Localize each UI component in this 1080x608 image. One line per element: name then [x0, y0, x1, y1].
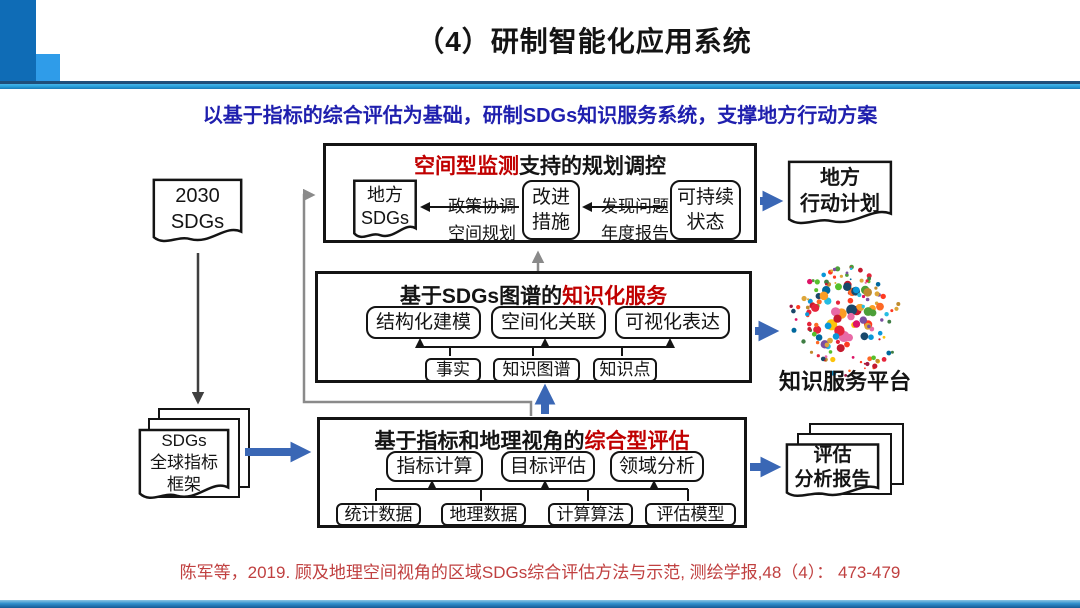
middle-box-knowledge-services: 基于SDGs图谱的知识化服务 结构化建模 空间化关联 可视化表达 事实 知识图谱…	[315, 271, 752, 383]
node-geographic-data: 地理数据	[441, 503, 526, 526]
document-label: 地方 行动计划	[787, 160, 893, 222]
bottom-box-title: 基于指标和地理视角的综合型评估	[320, 425, 744, 455]
middle-box-title-black: 基于SDGs图谱的	[399, 285, 563, 308]
node-spatial-association: 空间化关联	[491, 306, 606, 339]
document-shape	[138, 428, 230, 510]
page-title: （4）研制智能化应用系统	[416, 26, 752, 57]
corner-accent-light	[36, 54, 60, 84]
doc-2030-line1: 2030	[175, 185, 220, 207]
slide-subtitle: 以基于指标的综合评估为基础，研制SDGs知识服务系统，支撑地方行动方案	[202, 105, 878, 127]
node-facts: 事实	[425, 358, 481, 382]
knowledge-graph-cluster-image	[789, 264, 901, 377]
doc-local-line1: 地方	[367, 185, 403, 205]
bottom-box-title-red: 综合型评估	[584, 430, 690, 453]
document-local-action-plan: 地方 行动计划	[787, 160, 893, 234]
header-rule-navy	[0, 81, 1080, 84]
doc-action-line1: 地方	[820, 167, 860, 189]
node-evaluation-models: 评估模型	[645, 503, 736, 526]
top-box-title-black: 支持的规划调控	[519, 155, 666, 178]
document-sdgs-global-indicator-framework: SDGs 全球指标 框架	[138, 428, 230, 510]
node-indicator-calculation: 指标计算	[386, 451, 483, 482]
document-label: 评估 分析报告	[785, 443, 880, 493]
label-problem-discovery: 发现问题	[601, 197, 669, 216]
doc-2030-line2: SDGs	[170, 211, 225, 233]
node-computing-algorithms: 计算算法	[548, 503, 633, 526]
doc-framework-line2: 全球指标	[150, 453, 218, 472]
top-box-title: 空间型监测支持的规划调控	[326, 150, 754, 180]
node-statistical-data: 统计数据	[336, 503, 421, 526]
doc-report-line1: 评估	[813, 445, 852, 466]
doc-framework-line3: 框架	[167, 475, 201, 494]
document-2030-sdgs: 2030 SDGs	[152, 178, 243, 252]
top-box-title-red: 空间型监测	[414, 155, 519, 178]
top-box-planning-regulation: 空间型监测支持的规划调控 地方 SDGs 政策协调 空间规划 改进 措施 发现问…	[323, 143, 757, 243]
bottom-box-title-black: 基于指标和地理视角的	[374, 430, 585, 453]
doc-local-line2: SDGs	[360, 208, 409, 228]
document-shape	[787, 160, 893, 234]
bottom-box-comprehensive-evaluation: 基于指标和地理视角的综合型评估 指标计算 目标评估 领域分析 统计数据 地理数据…	[317, 417, 747, 528]
doc-action-line2: 行动计划	[800, 193, 880, 215]
corner-accent-dark	[0, 0, 36, 84]
document-local-sdgs: 地方 SDGs	[353, 179, 417, 247]
document-label: SDGs 全球指标 框架	[138, 428, 230, 498]
document-shape	[152, 178, 243, 252]
node-improvement-measures: 改进 措施	[522, 180, 580, 240]
node-domain-analysis: 领域分析	[610, 451, 704, 482]
node-visual-representation: 可视化表达	[615, 306, 730, 339]
label-spatial-planning: 空间规划	[448, 224, 516, 243]
header-rule-cyan	[0, 84, 1080, 89]
node-target-evaluation: 目标评估	[501, 451, 595, 482]
document-label: 地方 SDGs	[353, 179, 417, 235]
doc-report-line2: 分析报告	[794, 469, 871, 490]
node-improve-line2: 措施	[531, 212, 570, 233]
footer-accent-bar	[0, 600, 1080, 608]
node-knowledge-graph: 知识图谱	[493, 358, 580, 382]
document-label: 2030 SDGs	[152, 178, 243, 240]
node-sustain-line1: 可持续	[676, 187, 734, 208]
citation-text: 陈军等，2019. 顾及地理空间视角的区域SDGs综合评估方法与示范, 测绘学报…	[179, 563, 901, 582]
node-sustain-line2: 状态	[686, 212, 725, 233]
knowledge-service-platform-label: 知识服务平台	[779, 369, 912, 394]
node-knowledge-points: 知识点	[593, 358, 657, 382]
node-sustainable-status: 可持续 状态	[670, 180, 741, 240]
middle-box-title-red: 知识化服务	[562, 285, 668, 308]
node-improve-line1: 改进	[531, 187, 570, 208]
label-annual-report: 年度报告	[601, 224, 669, 243]
document-evaluation-analysis-report: 评估 分析报告	[785, 443, 880, 505]
label-policy-coordination: 政策协调	[448, 197, 516, 216]
doc-framework-line1: SDGs	[161, 431, 207, 450]
document-shape	[785, 443, 880, 505]
node-structured-modeling: 结构化建模	[366, 306, 481, 339]
